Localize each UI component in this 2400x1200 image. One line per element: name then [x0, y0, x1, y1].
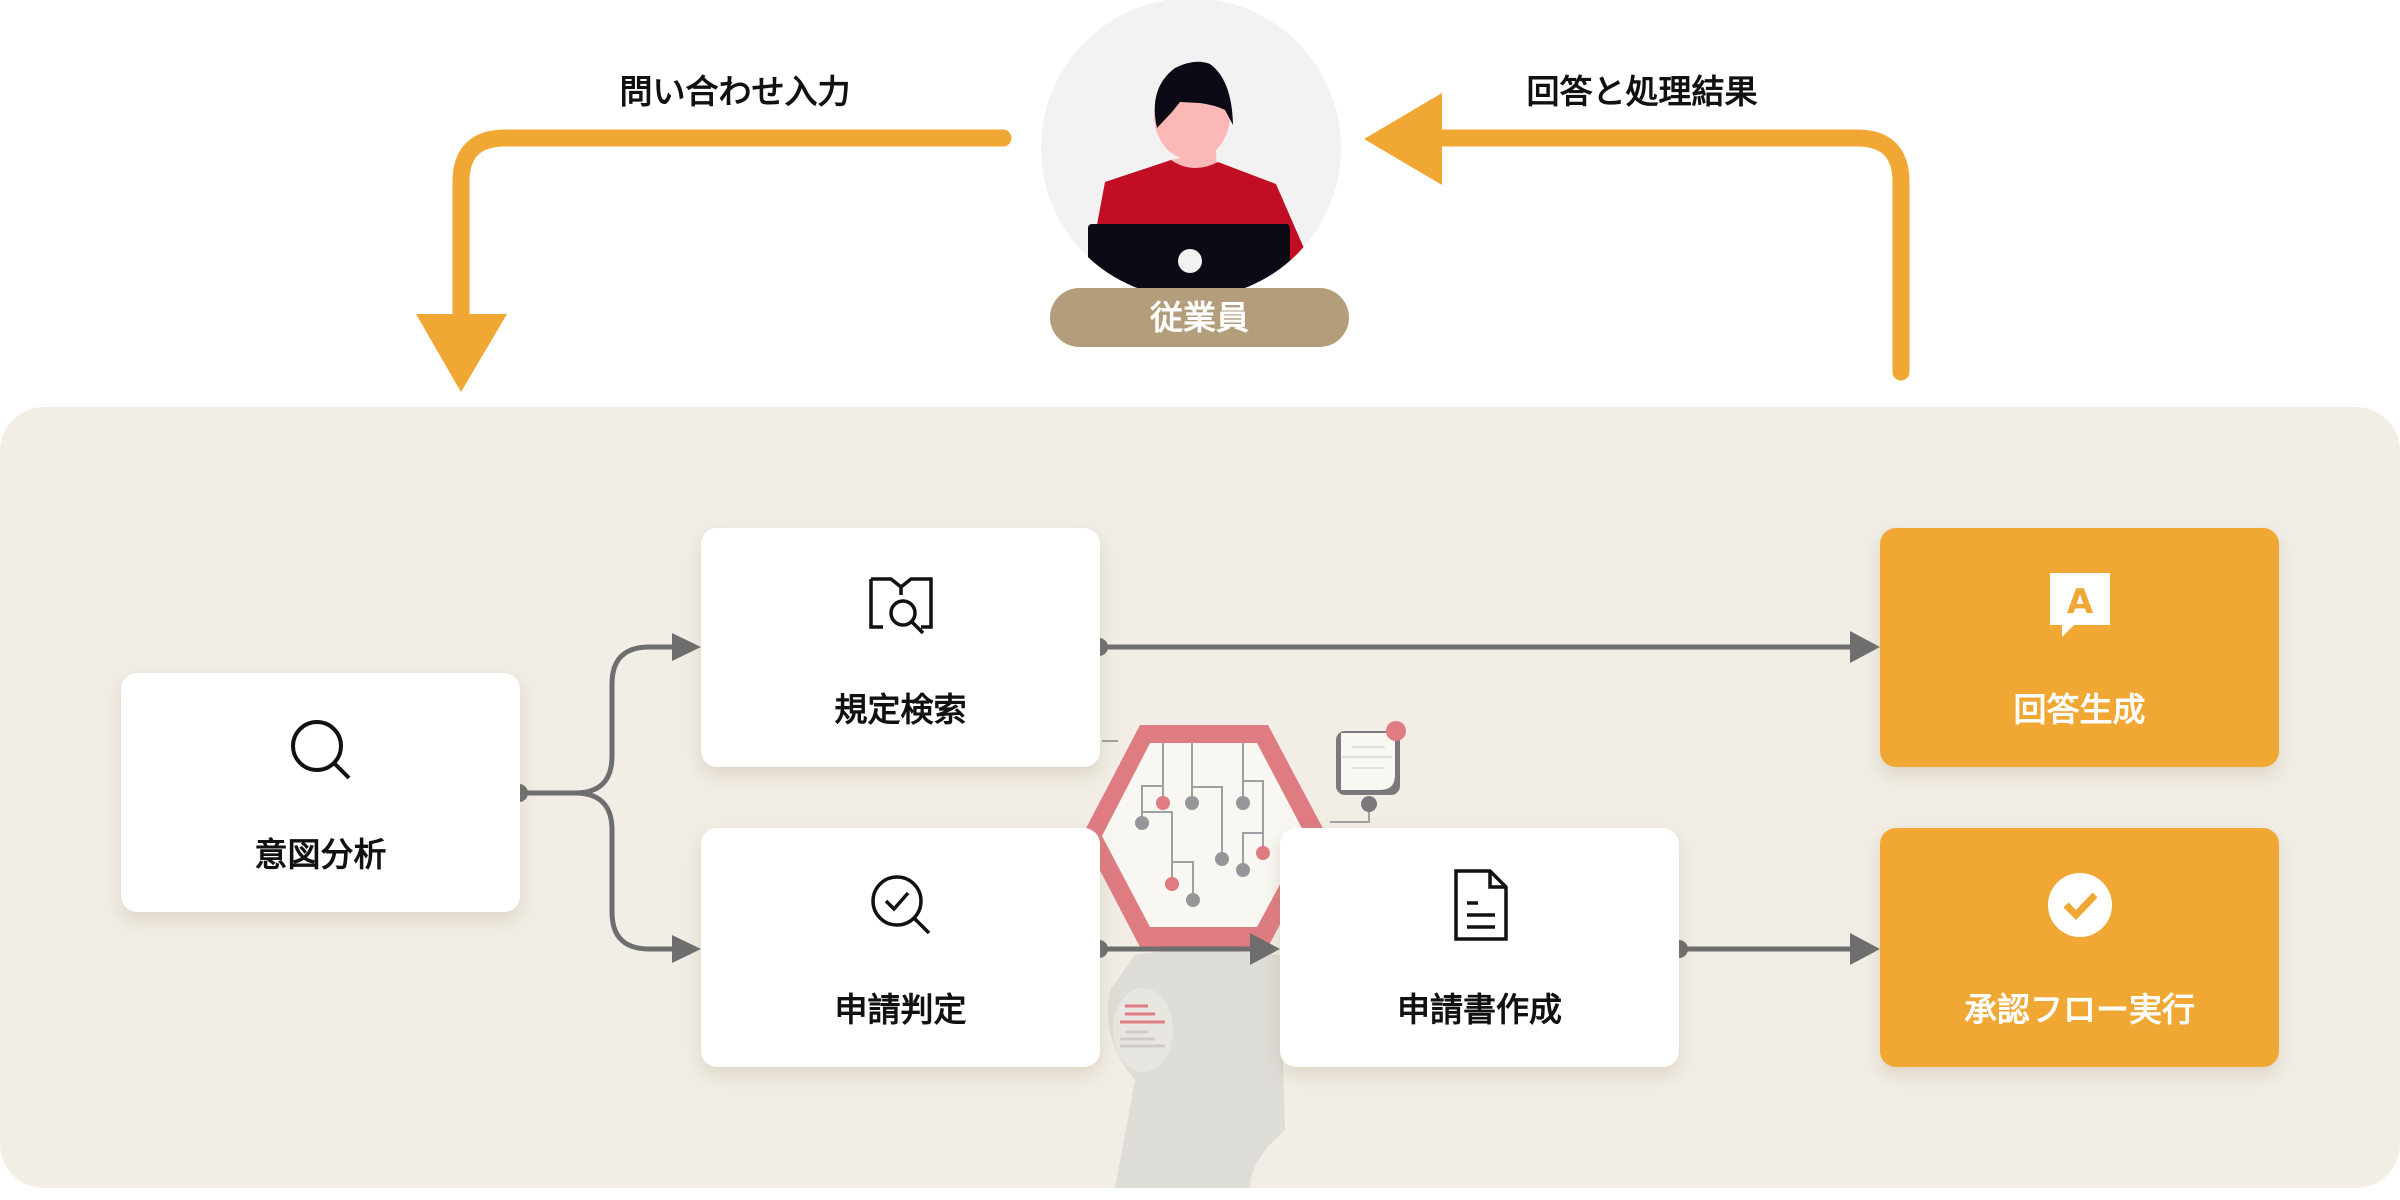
inquiry-input-label: 問い合わせ入力	[619, 72, 851, 111]
node-label: 承認フロー実行	[1964, 990, 2195, 1029]
inquiry-arrow	[452, 129, 1012, 327]
answer-bubble-icon: A	[2049, 573, 2110, 637]
check-search-icon	[870, 875, 930, 935]
node-document-creation[interactable]: 申請書作成	[1280, 828, 1679, 1067]
search-icon	[290, 720, 350, 780]
response-result-label: 回答と処理結果	[1526, 72, 1758, 111]
svg-text:A: A	[2066, 582, 2093, 622]
check-circle-icon	[2047, 873, 2112, 937]
node-label: 申請書作成	[1397, 990, 1562, 1029]
node-label: 意図分析	[254, 835, 387, 874]
employee-label: 従業員	[1050, 288, 1349, 347]
node-intent-analysis[interactable]: 意図分析	[121, 673, 520, 912]
head-ear-illustration	[1113, 988, 1173, 1072]
node-regulation-search[interactable]: 規定検索	[701, 528, 1100, 767]
circuit-illustration	[1102, 740, 1370, 900]
response-arrow	[1427, 129, 1910, 381]
circuit-dots	[1135, 796, 1270, 907]
employee-avatar	[1041, 0, 1341, 298]
node-approval-flow[interactable]: 承認フロー実行	[1880, 828, 2279, 1067]
node-answer-generation[interactable]: A 回答生成	[1880, 528, 2279, 767]
node-label: 規定検索	[834, 690, 967, 729]
node-label: 申請判定	[834, 990, 967, 1029]
node-application-judgment[interactable]: 申請判定	[701, 828, 1100, 1067]
note-illustration	[1336, 721, 1406, 812]
connectors	[519, 644, 1856, 952]
document-icon	[1453, 869, 1508, 941]
book-search-icon	[868, 577, 933, 635]
code-lines-illustration	[1120, 1004, 1165, 1048]
node-label: 回答生成	[2013, 690, 2146, 729]
